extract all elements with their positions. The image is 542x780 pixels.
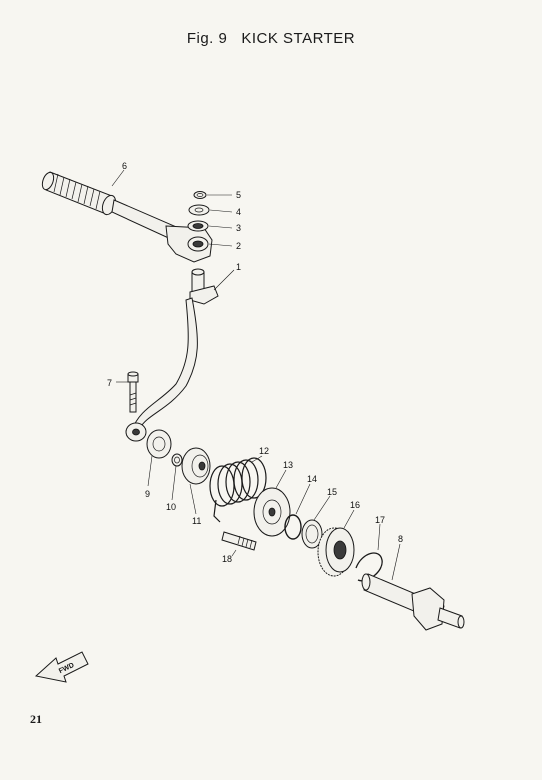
part-11-spring-guide	[181, 447, 211, 485]
part-8-kick-axle	[361, 573, 465, 631]
callout-11: 11	[192, 516, 201, 526]
part-6-grip	[41, 171, 117, 216]
callout-9: 9	[145, 489, 150, 499]
part-5-circlip	[193, 191, 207, 199]
figure-number: Fig. 9	[186, 30, 228, 47]
callout-8: 8	[398, 534, 403, 544]
part-3-spring-washer	[187, 220, 209, 232]
callout-10: 10	[166, 502, 176, 512]
callout-13: 13	[283, 460, 293, 470]
callout-5: 5	[236, 190, 241, 200]
part-15-washer	[301, 519, 323, 549]
callout-18: 18	[222, 554, 232, 564]
fwd-arrow: FWD	[34, 651, 89, 683]
callout-14: 14	[307, 474, 317, 484]
part-7-bolt	[127, 371, 139, 413]
callout-17: 17	[375, 515, 385, 525]
callout-6: 6	[122, 161, 127, 171]
part-10-ring	[171, 453, 183, 467]
part-16-kick-gear	[317, 527, 355, 577]
callout-16: 16	[350, 500, 360, 510]
figure-title: Fig. 9 KICK STARTER	[0, 30, 542, 47]
callout-labels: 5 4 3 2 1 6 7 9 10 11 12 13 14 15 16 17 …	[107, 161, 403, 564]
part-18-pin	[221, 531, 257, 551]
callout-2: 2	[236, 241, 241, 251]
callout-1: 1	[236, 262, 241, 272]
leader-lines	[111, 169, 401, 581]
part-1-kick-crank	[125, 268, 219, 442]
callout-7: 7	[107, 378, 112, 388]
callout-3: 3	[236, 223, 241, 233]
callout-4: 4	[236, 207, 241, 217]
part-14-circlip	[284, 514, 302, 540]
figure-heading: KICK STARTER	[241, 30, 356, 47]
page-number: 21	[30, 712, 42, 726]
kick-lever-arm	[111, 199, 213, 263]
callout-12: 12	[259, 446, 269, 456]
callout-15: 15	[327, 487, 337, 497]
part-13-spring-cover	[253, 487, 291, 537]
part-4-washer	[188, 204, 210, 216]
part-12-torsion-spring	[209, 457, 267, 523]
part-9-oil-seal	[146, 429, 172, 459]
